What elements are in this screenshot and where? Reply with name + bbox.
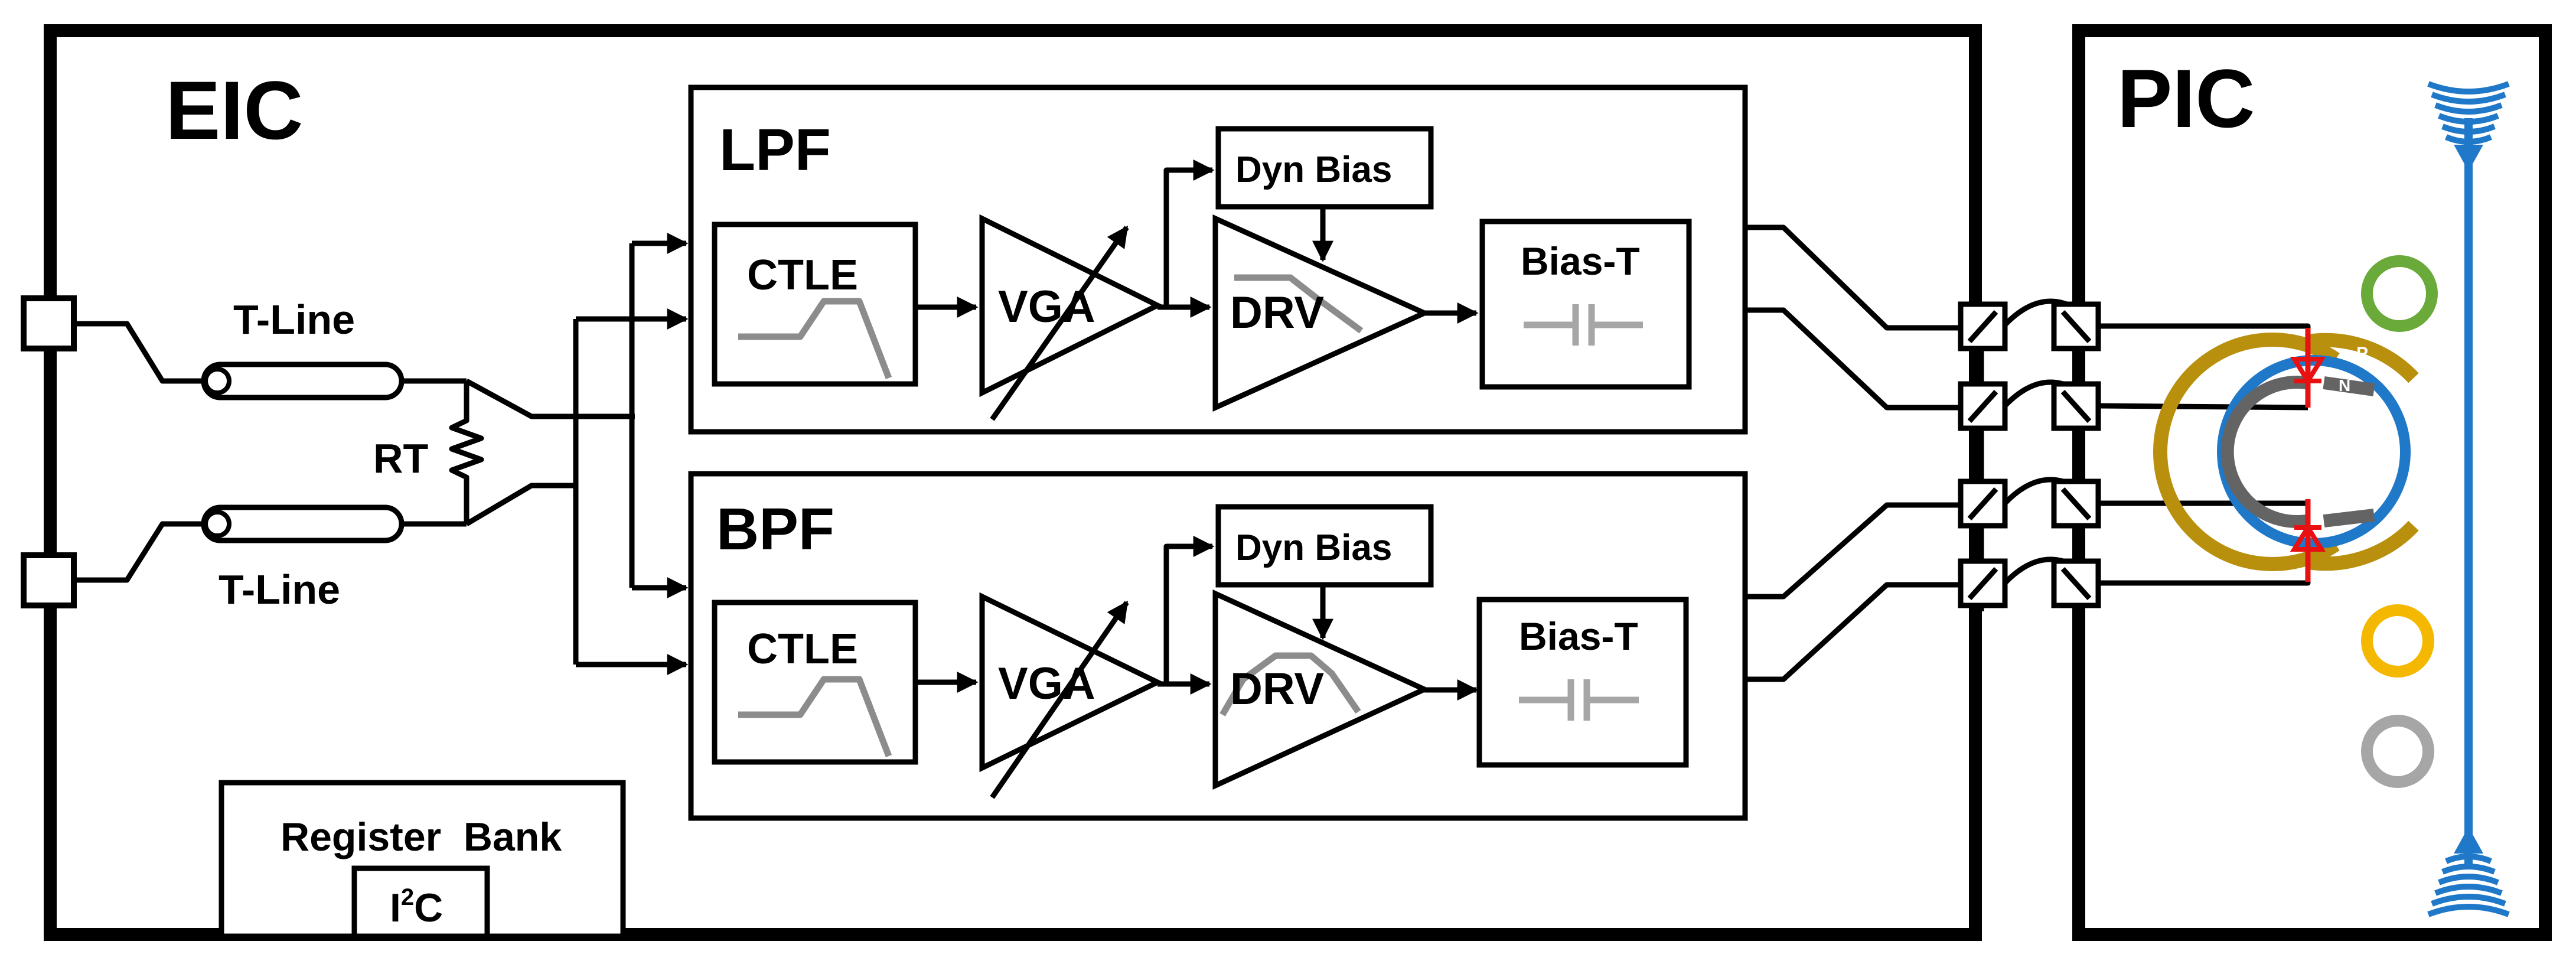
n-region-right [2323,376,2375,396]
pn-junction-diode-bottom [2290,499,2326,582]
n-region-arc [2220,376,2307,528]
i2c-label-tail: C [414,885,443,930]
bpf-drv-label: DRV [1230,664,1324,714]
lpf-drv-label: DRV [1230,288,1324,338]
i2c-label-main: I [390,885,401,930]
register-bank-label: Register Bank [281,815,562,859]
n-region-label: N [2339,376,2350,395]
p-region-right-cap-bottom [2307,520,2419,571]
tline-top [201,362,405,400]
diff-line-n [465,483,576,526]
input-pad-top [21,295,77,351]
eic-label: EIC [165,64,303,157]
p-region-arc [2153,333,2340,571]
bpf-drv-response-icon [1219,652,1361,717]
bpf-vga-gain-arrow [990,601,1129,799]
bpf-ctle-label: CTLE [747,626,858,673]
lpf-label: LPF [719,117,831,183]
bpf-path: BPF CTLE VGA Dyn Bias DRV Bias-T [688,471,1748,821]
diff-line-p [465,379,635,419]
ring-resonator-green [2361,255,2438,332]
lpf-ctle-response-icon [738,298,892,379]
lpf-vga-label: VGA [998,282,1095,332]
bpf-capacitor-icon [1519,679,1639,721]
i2c-label: I2C [390,884,443,930]
bpf-dyn-bias-label: Dyn Bias [1235,527,1392,568]
lpf-dyn-bias-block [1215,126,1434,210]
lpf-drv-amp [1212,214,1431,412]
p-region-label: P [2356,344,2368,363]
pn-junction-diode-top [2290,328,2326,408]
bpf-dyn-bias-block [1215,504,1434,588]
ring-resonator-grey [2361,715,2434,788]
bpf-bias-t-label: Bias-T [1519,614,1638,658]
input-wire-top [74,321,213,384]
pic-chip-boundary [2072,24,2552,941]
bpf-bias-t-block [1476,597,1689,768]
lpf-bias-t-label: Bias-T [1521,239,1640,283]
lpf-bias-t-block [1479,219,1692,390]
input-pad-bottom [21,552,77,608]
rt-label: RT [373,435,428,481]
lpf-dyn-bias-label: Dyn Bias [1235,149,1392,190]
termination-resistor [449,381,484,524]
tline-bottom-label: T-Line [219,566,340,613]
p-region-right-cap [2307,333,2419,383]
lpf-ctle-label: CTLE [747,252,858,299]
bpf-label: BPF [716,496,834,562]
ring-waveguide [2217,355,2411,549]
tline-bottom [201,504,405,543]
input-wire-bottom [74,521,213,583]
bpf-ctle-response-icon [738,676,892,757]
ring-resonator-yellow [2361,604,2434,678]
grating-coupler-top-icon [2427,81,2510,171]
grating-coupler-bottom-icon [2427,827,2510,917]
output-wiring [1745,224,1984,682]
lpf-vga-to-dynbias [1163,159,1215,307]
eic-output-pads [1958,301,2008,608]
lpf-path: LPF CTLE VGA Dyn Bias DRV Bias-T [688,84,1748,435]
lpf-drv-response-icon [1234,274,1364,334]
ring-modulator: P N [2153,333,2419,571]
lpf-capacitor-icon [1524,304,1643,346]
lpf-vga-gain-arrow [990,226,1129,421]
i2c-block [351,865,490,939]
bpf-vga-to-dynbias [1163,536,1215,684]
bpf-drv-amp [1212,589,1431,790]
pic-label: PIC [2117,52,2255,145]
i2c-label-superscript: 2 [401,884,414,910]
n-region-right-bottom [2323,509,2375,527]
tline-top-label: T-Line [233,297,355,343]
